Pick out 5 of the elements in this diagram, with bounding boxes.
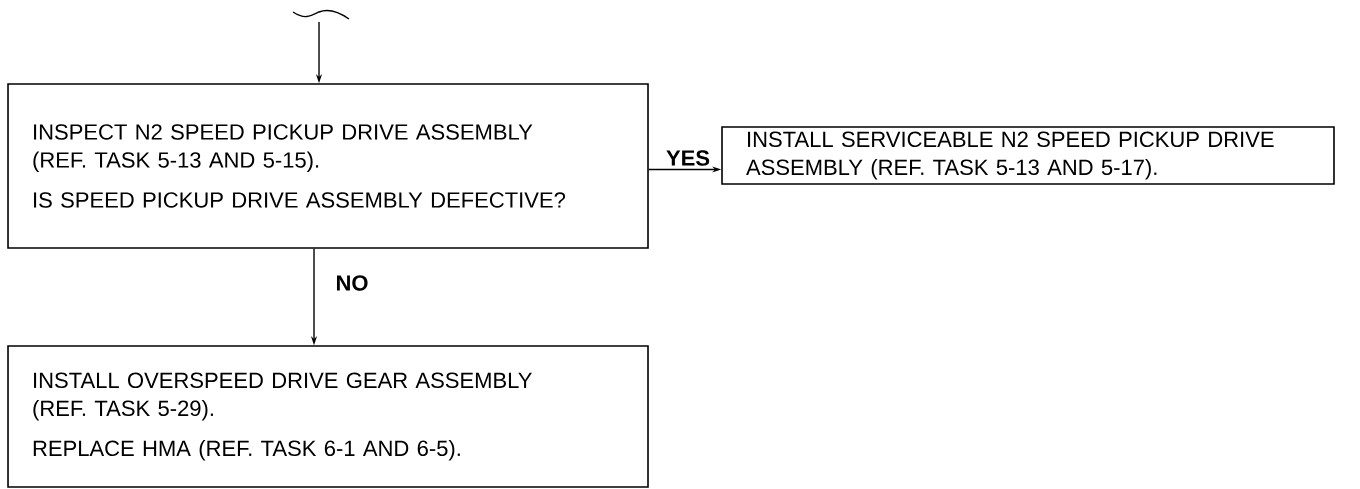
process-box: INSTALL OVERSPEED DRIVE GEAR ASSEMBLY (REF. TASK 5-29). REPLACE HMA (REF. TASK 6-1 AND 6-5). [7, 345, 649, 488]
edge-label: NO [337, 275, 368, 291]
process-box: INSTALL SERVICEABLE N2 SPEED PICKUP DRIVE ASSEMBLY (REF. TASK 5-13 AND 5-17). [721, 126, 1335, 185]
edge-label: YES [666, 150, 710, 166]
process-box: INSPECT N2 SPEED PICKUP DRIVE ASSEMBLY (REF. TASK 5-13 AND 5-15). IS SPEED PICKUP DRIVE ASSEMBLY DEFECTIVE? [7, 83, 649, 249]
